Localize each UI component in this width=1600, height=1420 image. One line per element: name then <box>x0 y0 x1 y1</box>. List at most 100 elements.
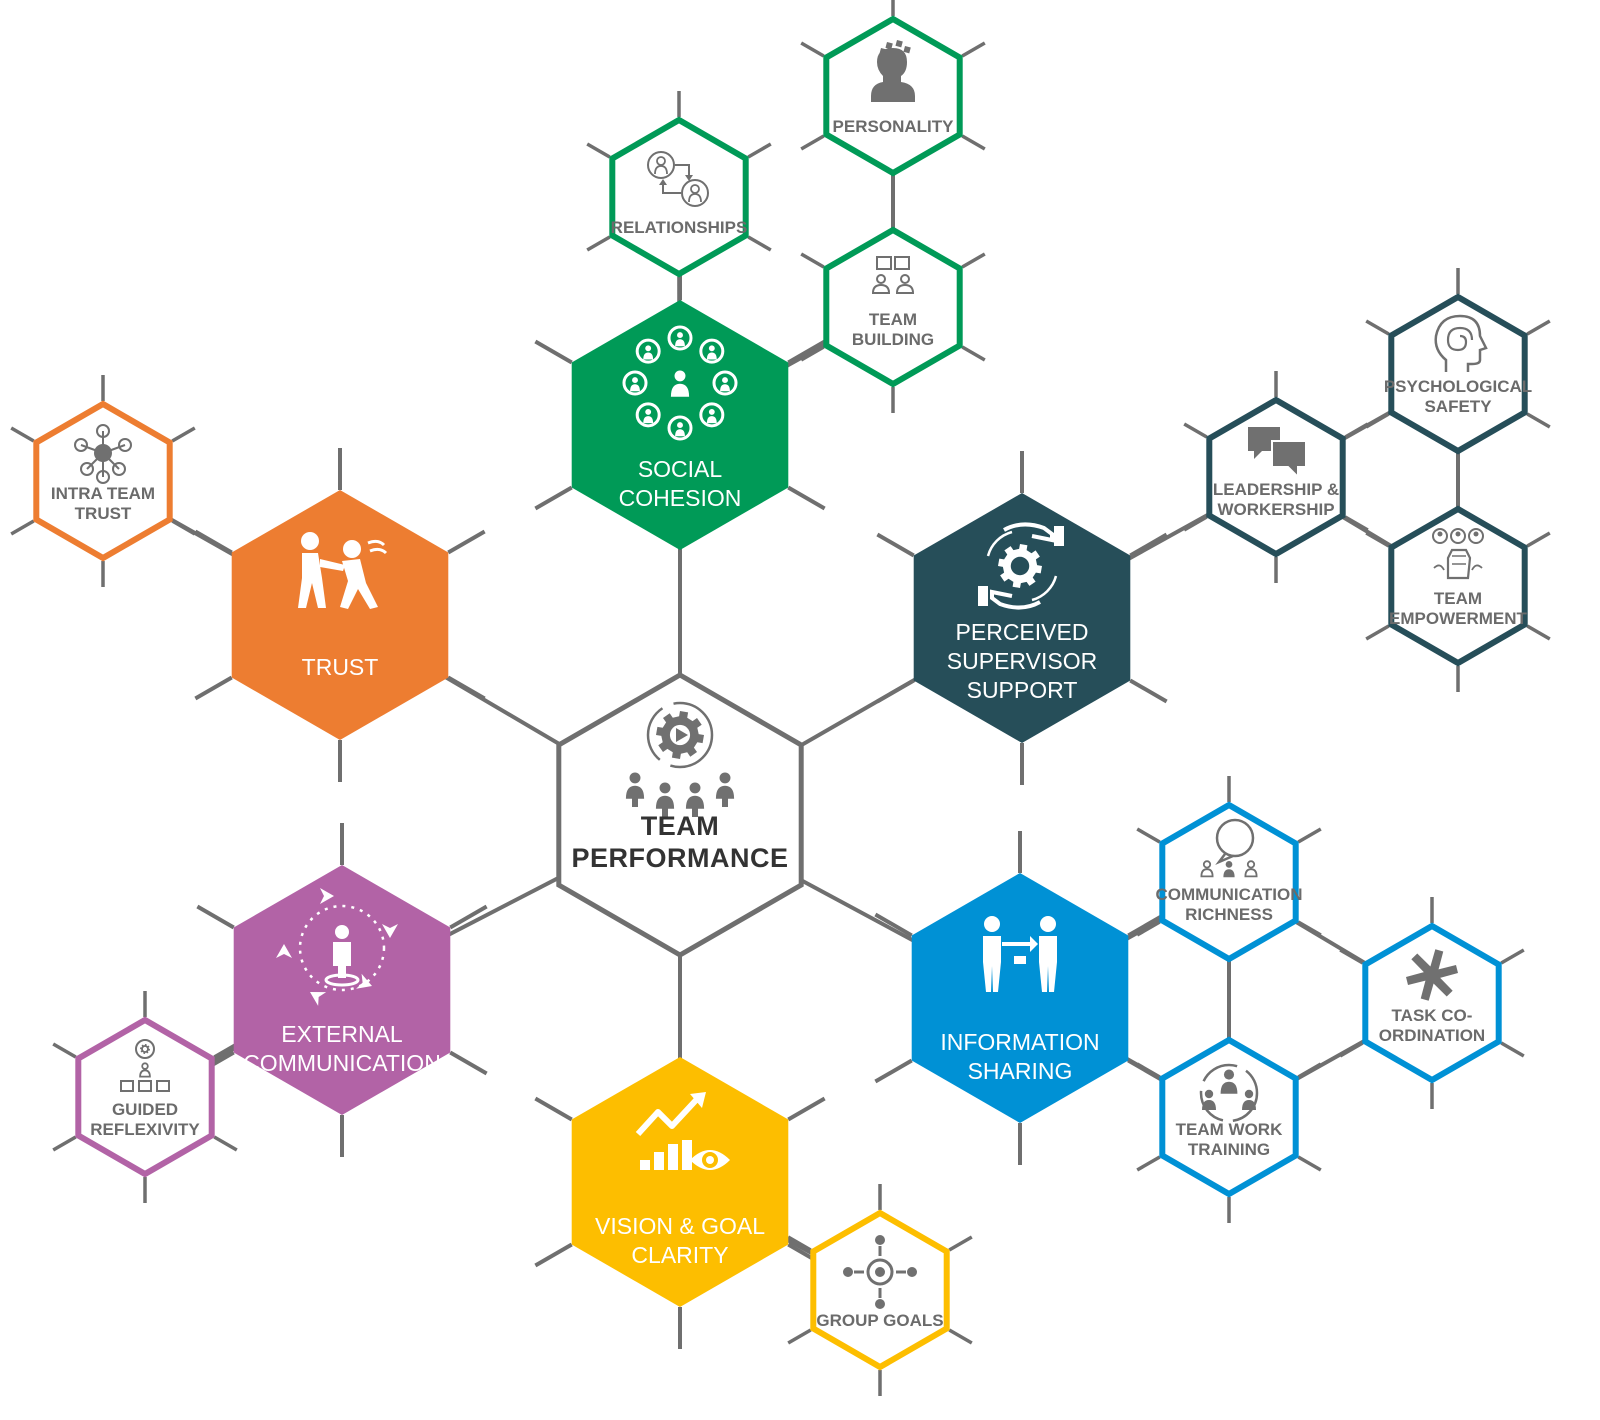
person-arrows-icon <box>276 888 398 1006</box>
subfactor-hexagon <box>1388 505 1528 667</box>
hex-stub <box>1136 1062 1161 1079</box>
hex-stub <box>961 252 986 269</box>
hex-stub <box>787 1328 812 1345</box>
factor-label: CLARITY <box>631 1242 728 1268</box>
subfactor-personality: PERSONALITY <box>823 15 963 177</box>
hub-hexagon <box>556 672 804 958</box>
hex-stub <box>1127 912 1166 938</box>
hex-stub <box>586 235 611 252</box>
hex-stub <box>534 339 573 365</box>
raised-fist-icon <box>1432 528 1484 580</box>
subfactor-label: INTRA TEAM <box>51 484 155 503</box>
subfactor-hexagon <box>1362 922 1502 1084</box>
factor-external-communication: EXTERNAL COMMUNICATION <box>233 865 451 1115</box>
hex-stub <box>961 134 986 151</box>
factor-label: EXTERNAL <box>281 1021 403 1047</box>
subfactor-hexagon <box>1388 293 1528 455</box>
factor-hexagon <box>231 490 449 740</box>
hex-stub <box>961 41 986 58</box>
hex-stub <box>1526 319 1551 336</box>
head-spiral-icon <box>1434 314 1488 372</box>
hex-stub <box>447 529 486 555</box>
factor-label: SUPPORT <box>967 677 1078 703</box>
hex-stub <box>787 339 826 365</box>
social-circle-icon <box>622 325 738 441</box>
hex-stub <box>787 485 826 511</box>
network-people-icon <box>74 424 132 484</box>
subfactor-hexagon <box>1159 1036 1299 1198</box>
hex-stub <box>586 142 611 159</box>
hex-stub <box>1183 515 1208 532</box>
subfactor-leadership-workership: LEADERSHIP &WORKERSHIP <box>1206 396 1346 558</box>
hex-stub <box>1526 531 1551 548</box>
hex-stub <box>1136 1155 1161 1172</box>
head-puzzle-icon <box>871 40 915 102</box>
subfactor-hexagon <box>609 116 749 278</box>
subfactor-hexagon <box>823 226 963 388</box>
hex-stub <box>449 904 488 930</box>
hex-stub <box>1526 624 1551 641</box>
subfactor-label: ORDINATION <box>1379 1026 1485 1045</box>
target-icon <box>843 1235 917 1309</box>
hex-stub <box>213 1135 238 1152</box>
factor-label: PERCEIVED <box>956 619 1089 645</box>
subfactor-label: LEADERSHIP & <box>1213 480 1339 499</box>
factor-label: COMMUNICATION <box>243 1050 441 1076</box>
hex-stub <box>1339 948 1364 965</box>
subfactor-label: TEAM <box>1434 589 1482 608</box>
subfactor-hexagon <box>33 400 173 562</box>
hex-stub <box>10 519 35 536</box>
team-puzzle-icon <box>871 256 915 294</box>
hex-stub <box>449 1050 488 1076</box>
hub-label: PERFORMANCE <box>571 843 788 873</box>
subfactor-label: EMPOWERMENT <box>1389 609 1528 628</box>
hex-stub <box>171 519 196 536</box>
hex-stub <box>1365 319 1390 336</box>
hex-stub <box>447 675 486 701</box>
subfactor-hexagon <box>1206 396 1346 558</box>
subfactor-label: GROUP GOALS <box>816 1311 943 1330</box>
subfactor-label: PSYCHOLOGICAL <box>1384 377 1532 396</box>
subfactor-hexagon <box>75 1016 215 1178</box>
subfactor-label: COMMUNICATION <box>1156 885 1303 904</box>
subfactor-hexagon <box>1159 801 1299 963</box>
hex-stub <box>787 1235 812 1252</box>
hex-stub <box>1365 412 1390 429</box>
factor-hexagon <box>913 493 1131 743</box>
subfactor-task-coordination: TASK CO-ORDINATION <box>1362 922 1502 1084</box>
hex-stub <box>1365 624 1390 641</box>
hex-stub <box>194 529 233 555</box>
hex-stub <box>800 134 825 151</box>
factor-label: TRUST <box>302 654 379 680</box>
growth-eye-icon <box>635 1092 730 1170</box>
hex-stub <box>1365 531 1390 548</box>
hex-stub <box>948 1328 973 1345</box>
subfactor-label: TRAINING <box>1188 1140 1270 1159</box>
joined-hands-icon <box>1406 949 1458 1001</box>
hex-stub <box>1297 1155 1322 1172</box>
hex-stub <box>534 1096 573 1122</box>
factor-label: SUPERVISOR <box>947 648 1097 674</box>
hex-stub <box>876 532 915 558</box>
hex-stub <box>1129 678 1168 704</box>
hex-stub <box>1297 827 1322 844</box>
subfactor-label: TEAM WORK <box>1176 1120 1283 1139</box>
hex-stub <box>10 426 35 443</box>
hex-stub <box>1339 1041 1364 1058</box>
hex-stub <box>874 1058 913 1084</box>
subfactor-relationships: RELATIONSHIPS <box>609 116 749 278</box>
hex-stub <box>747 142 772 159</box>
factor-trust: TRUST <box>231 490 449 740</box>
hex-stub <box>52 1135 77 1152</box>
factor-label: COHESION <box>619 485 742 511</box>
trust-fall-icon <box>298 532 388 609</box>
presenter-icon <box>120 1039 170 1092</box>
hex-stub <box>1500 948 1525 965</box>
subfactor-label: REFLEXIVITY <box>90 1120 200 1139</box>
